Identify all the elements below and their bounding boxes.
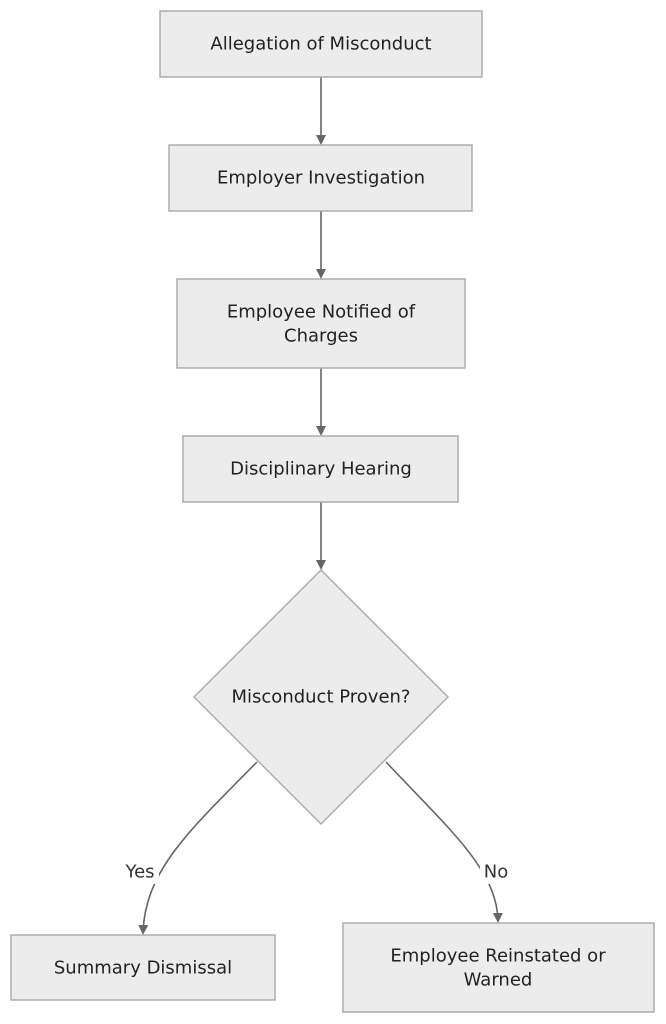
edge-label-yes: Yes [121, 860, 159, 884]
svg-text:Disciplinary Hearing: Disciplinary Hearing [230, 459, 412, 480]
edge-label-no: No [480, 860, 512, 884]
svg-text:Employee Notified of: Employee Notified of [227, 302, 416, 323]
node-dismissal: Summary Dismissal [10, 934, 276, 1001]
node-notified: Employee Notified of Charges [176, 278, 466, 369]
edge-decision-to-reinstated [385, 761, 503, 923]
svg-text:No: No [484, 862, 508, 883]
svg-text:Warned: Warned [464, 970, 533, 991]
svg-text:Allegation of Misconduct: Allegation of Misconduct [210, 34, 431, 55]
node-reinstated: Employee Reinstated or Warned [342, 922, 655, 1013]
svg-text:Yes: Yes [124, 862, 154, 883]
node-allegation: Allegation of Misconduct [159, 10, 483, 78]
svg-text:Misconduct Proven?: Misconduct Proven? [232, 687, 411, 708]
svg-text:Employer Investigation: Employer Investigation [217, 168, 425, 189]
svg-text:Employee Reinstated or: Employee Reinstated or [390, 946, 606, 967]
node-investigation: Employer Investigation [168, 144, 473, 212]
svg-text:Charges: Charges [284, 326, 358, 347]
svg-text:Summary Dismissal: Summary Dismissal [54, 958, 232, 979]
edge-decision-to-dismissal [138, 761, 258, 935]
node-decision: Misconduct Proven? [193, 569, 449, 825]
node-hearing: Disciplinary Hearing [182, 435, 459, 503]
